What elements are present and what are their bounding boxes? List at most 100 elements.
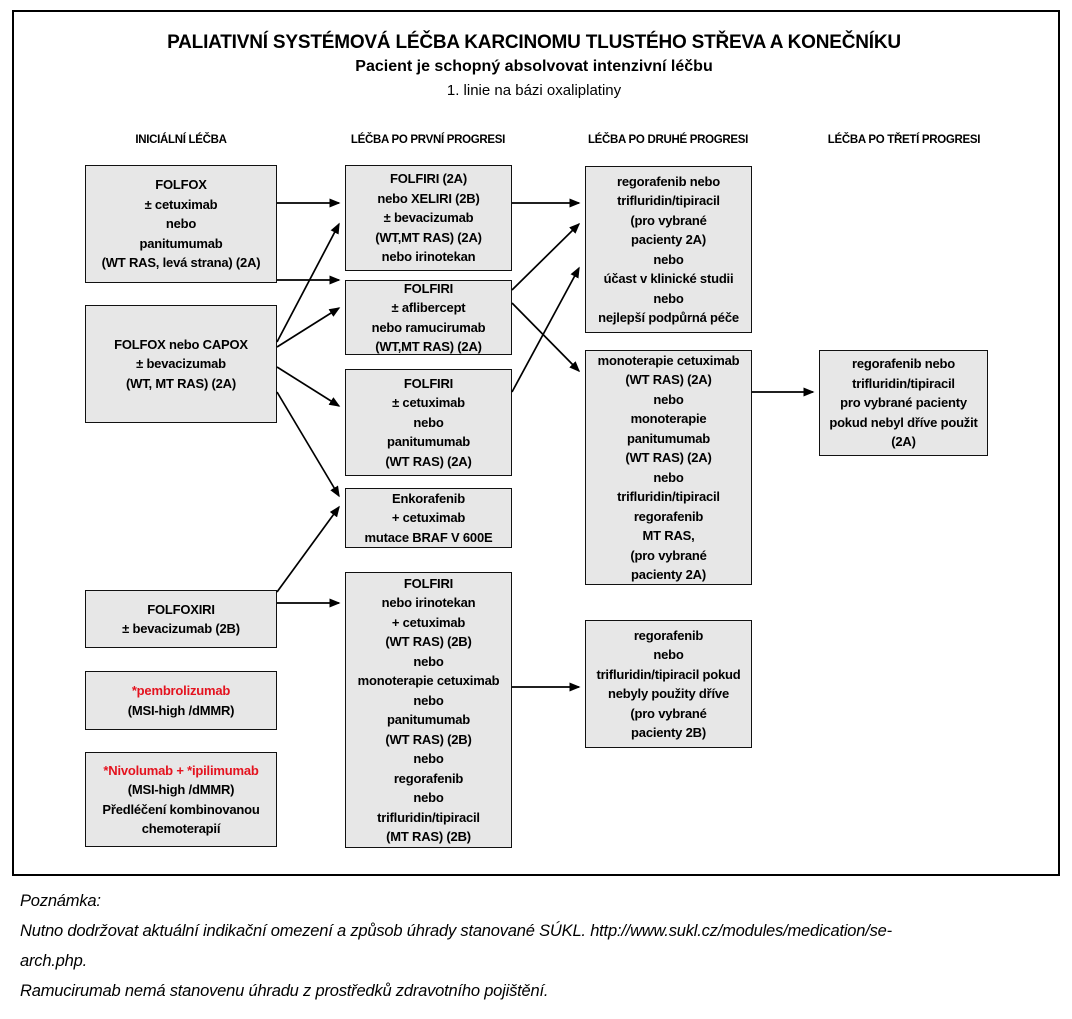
flow-box-c1b2: FOLFOX nebo CAPOX ± bevacizumab (WT, MT RA…	[85, 305, 277, 423]
flow-box-line: nebo irinotekan	[381, 249, 476, 265]
flow-box-line: FOLFIRI	[403, 280, 454, 296]
page-subtitle: Pacient je schopný absolvovat intenzivní…	[355, 58, 713, 75]
flow-box-line: nebo XELIRI (2B)	[377, 190, 480, 206]
flow-box-line: (MT RAS) (2B)	[386, 829, 471, 844]
flow-box-line: pokud nebyl dříve použit	[829, 414, 978, 430]
page-title: PALIATIVNÍ SYSTÉMOVÁ LÉČBA KARCINOMU TLU…	[167, 32, 901, 53]
flow-box-line: pacienty 2A)	[631, 567, 706, 582]
flow-box-line: panitumumab	[139, 235, 223, 251]
flow-box-line: (WT, MT RAS) (2A)	[126, 375, 236, 391]
flow-box-line: (pro vybrané	[630, 212, 707, 228]
flow-box-line: regorafenib	[633, 508, 704, 524]
flow-box-line: (pro vybrané	[630, 547, 707, 563]
flow-box-line: nebo	[653, 290, 684, 306]
flow-box-line: panitumumab	[626, 430, 711, 446]
flow-box-line: trifluridin/tipiracil	[617, 193, 720, 208]
flow-box-line: ± bevacizumab	[136, 356, 226, 372]
flow-box-line: regorafenib	[393, 770, 464, 786]
flow-box-line: účast v klinické studii	[603, 271, 734, 286]
flow-box-line: MT RAS,	[642, 528, 695, 543]
flow-box-line: ± cetuximab	[144, 196, 218, 212]
flow-box-line: mutace BRAF V 600E	[364, 529, 493, 545]
flow-box-line: nebo	[413, 653, 444, 669]
flow-box-line: trifluridin/tipiracil	[852, 375, 955, 391]
footnote-line: arch.php.	[20, 952, 87, 970]
flow-box-c2b3: FOLFIRI ± cetuximab nebo panitumumab (WT RAS…	[345, 369, 512, 476]
column-header-third-progression: LÉČBA PO TŘETÍ PROGRESI	[827, 134, 981, 146]
flow-box-c3b2: monoterapie cetuximab (WT RAS) (2A) nebo mo…	[585, 350, 752, 585]
flow-box-c2b2: FOLFIRI ± aflibercept nebo ramucirumab (WT,…	[345, 280, 512, 355]
flow-box-line: nejlepší podpůrná péče	[598, 310, 739, 325]
flow-box-line: ± bevacizumab (2B)	[122, 621, 240, 636]
flow-box-line: (WT RAS, levá strana) (2A)	[101, 255, 261, 271]
flow-box-line: (MSI-high /dMMR)	[127, 782, 235, 797]
flow-box-line: nebo	[413, 414, 444, 430]
flow-box-line: regorafenib nebo	[617, 173, 720, 189]
flow-box-line: nebo	[413, 751, 444, 766]
column-header-first-progression: LÉČBA PO PRVNÍ PROGRESI	[350, 134, 506, 146]
flow-box-line: pacienty 2A)	[631, 232, 706, 247]
flow-box-line: regorafenib	[633, 627, 704, 643]
footnote-line: Ramucirumab nemá stanovenu úhradu z pros…	[20, 982, 549, 1000]
flow-box-line: trifluridin/tipiracil	[617, 489, 720, 504]
flow-box-line: monoterapie cetuximab	[357, 673, 500, 688]
flow-box-line: FOLFIRI	[403, 575, 454, 591]
flow-box-line: (MSI-high /dMMR)	[127, 702, 235, 718]
flow-box-line: (WT,MT RAS) (2A)	[375, 229, 482, 245]
flow-box-line: (WT RAS) (2A)	[625, 450, 712, 465]
flow-box-line: *pembrolizumab	[131, 683, 231, 698]
flow-box-line: nebo	[653, 647, 684, 662]
flow-box-line: ± bevacizumab	[383, 210, 474, 226]
flow-box-c3b1: regorafenib nebo trifluridin/tipiracil (pr…	[585, 166, 752, 333]
flow-box-line: pro vybrané pacienty	[840, 395, 967, 411]
flow-box-line: Enkorafenib	[392, 490, 465, 506]
flow-box-line: *Nivolumab + *ipilimumab	[103, 762, 259, 778]
footnote-label: Poznámka:	[20, 892, 101, 910]
column-header-initial-treatment: INICIÁLNÍ LÉČBA	[135, 134, 227, 146]
flow-box-line: (WT RAS) (2A)	[385, 453, 472, 469]
flow-box-line: monoterapie cetuximab	[597, 352, 740, 368]
flow-box-c4b1: regorafenib nebo trifluridin/tipiracil pro…	[819, 350, 988, 456]
flow-box-line: nebo	[653, 391, 684, 407]
flow-box-c3b3: regorafenib nebo trifluridin/tipiracil pok…	[585, 620, 752, 748]
flow-box-line: FOLFIRI	[403, 375, 454, 391]
flow-box-c1b5: *Nivolumab + *ipilimumab (MSI-high /dMMR)…	[85, 752, 277, 847]
flow-box-line: nebo	[413, 692, 444, 708]
flow-box-line: nebo	[165, 216, 197, 232]
flow-box-line: nebo	[653, 251, 684, 267]
footnote-line: Nutno dodržovat aktuální indikační omeze…	[20, 922, 892, 940]
flow-box-line: FOLFOX	[155, 177, 207, 193]
flow-box-line: regorafenib nebo	[852, 356, 955, 372]
flow-box-line: (WT,MT RAS) (2A)	[375, 339, 482, 354]
flow-box-line: pacienty 2B)	[631, 725, 706, 740]
flow-box-c1b1: FOLFOX ± cetuximab nebo panitumumab (WT RAS,…	[85, 165, 277, 283]
page-subtitle-line: 1. linie na bázi oxaliplatiny	[446, 82, 622, 99]
flow-box-line: ± aflibercept	[391, 300, 466, 315]
flow-box-line: panitumumab	[386, 434, 471, 450]
flow-box-line: nebo	[653, 469, 684, 485]
flow-box-line: nebo	[413, 790, 444, 805]
flow-box-line: FOLFOXIRI	[147, 601, 215, 617]
flow-box-line: FOLFIRI (2A)	[389, 171, 468, 187]
flow-box-line: trifluridin/tipiracil	[377, 809, 480, 825]
flow-box-line: trifluridin/tipiracil pokud	[596, 666, 741, 682]
flow-box-c1b3: FOLFOXIRI ± bevacizumab (2B)	[85, 590, 277, 648]
flow-box-line: FOLFOX nebo CAPOX	[114, 336, 248, 352]
footnote-block: Poznámka: Nutno dodržovat aktuální indik…	[20, 886, 1060, 1006]
flow-box-line: chemoterapií	[141, 821, 221, 836]
flow-box-line: + cetuximab	[391, 510, 466, 526]
flow-box-line: (WT RAS) (2B)	[385, 731, 472, 747]
flow-box-line: panitumumab	[386, 712, 471, 727]
flow-box-line: + cetuximab	[391, 614, 466, 630]
flow-box-line: ± cetuximab	[392, 395, 465, 411]
flow-box-line: (2A)	[891, 434, 916, 450]
flow-box-c1b4: *pembrolizumab (MSI-high /dMMR)	[85, 671, 277, 730]
flow-box-line: (pro vybrané	[630, 705, 707, 721]
flow-box-line: (WT RAS) (2A)	[625, 372, 712, 387]
flow-box-line: nebyly použity dříve	[608, 686, 729, 701]
flow-box-line: nebo ramucirumab	[371, 319, 486, 335]
flow-box-line: monoterapie	[630, 411, 707, 426]
flow-box-c2b5: FOLFIRI nebo irinotekan + cetuximab (WT RAS…	[345, 572, 512, 848]
flow-box-line: nebo irinotekan	[381, 595, 476, 610]
